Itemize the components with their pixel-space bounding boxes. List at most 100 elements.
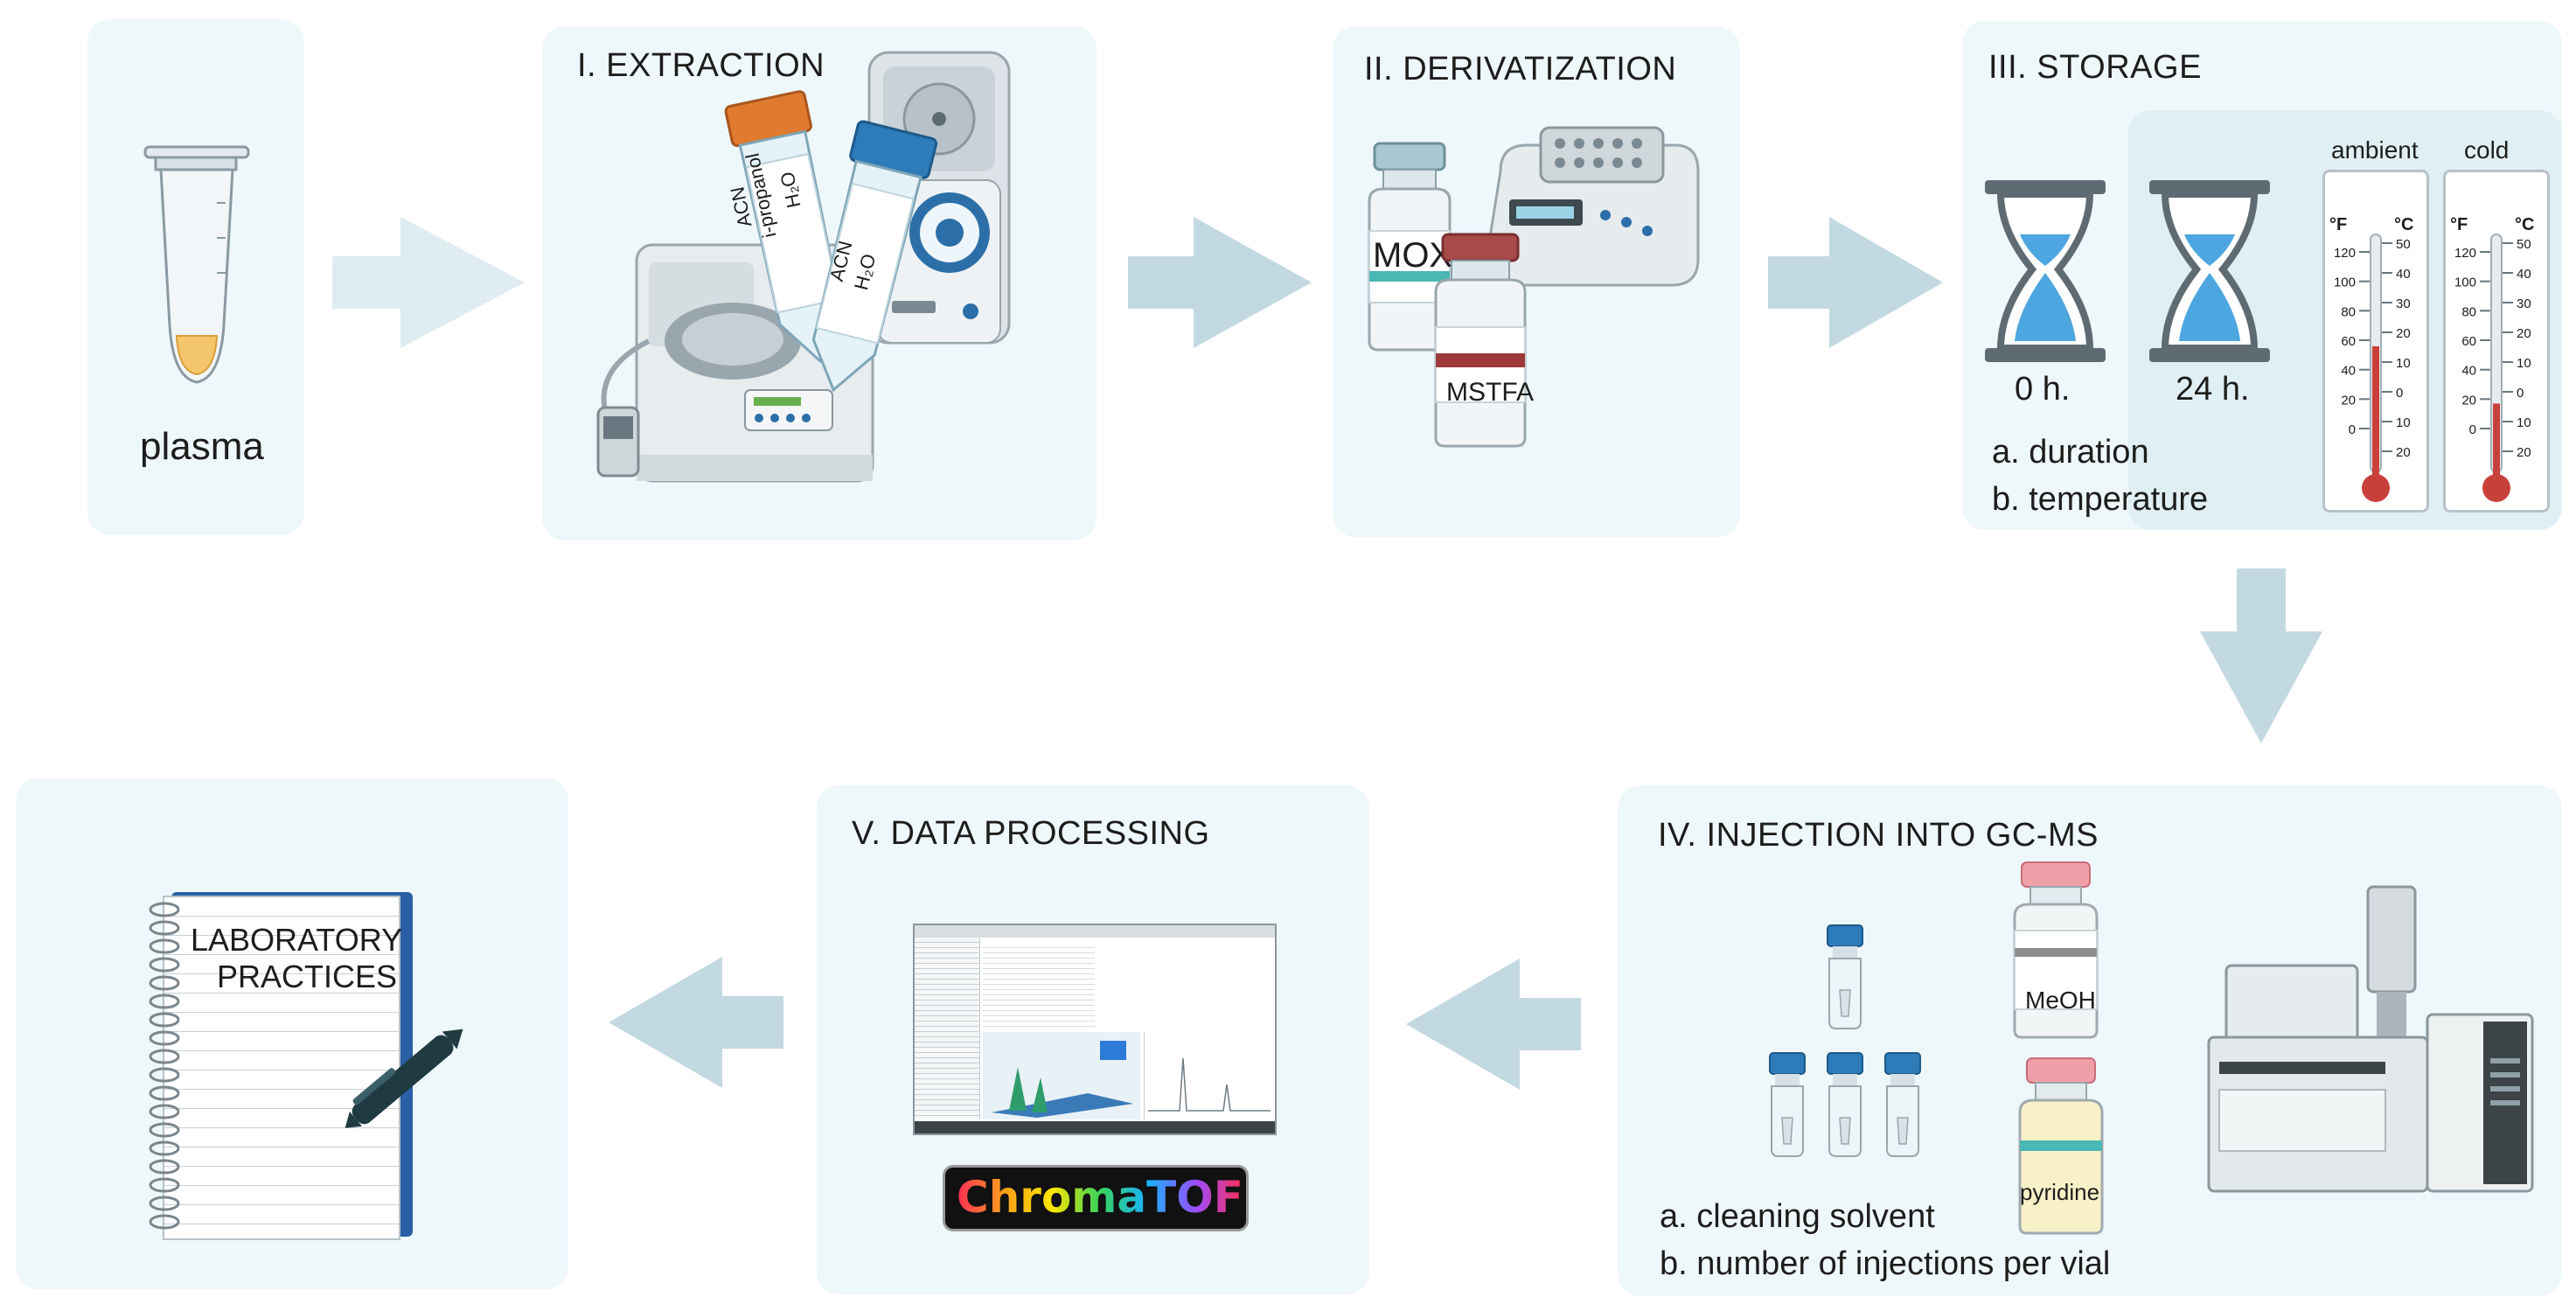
storage-item-temperature: b. temperature: [1992, 481, 2209, 518]
spiral-ring: [149, 1067, 180, 1083]
cold-f-tick: 100: [2454, 275, 2476, 290]
meoh-label: MeOH: [2025, 987, 2096, 1014]
spiral-ring: [149, 938, 180, 954]
spiral-ring: [149, 1140, 180, 1156]
ambient-f-tick: 60: [2341, 334, 2356, 349]
spiral-ring: [149, 920, 180, 936]
centrifuge-icon: [867, 51, 1011, 345]
ambient-c-tick: 40: [2396, 267, 2411, 282]
thermomixer-icon: [1485, 126, 1700, 287]
cold-c-tick: 50: [2517, 237, 2531, 252]
mstfa-vial-icon: [1434, 233, 1527, 448]
mox-vial-icon: [1368, 142, 1452, 352]
chromatof-logo-frame: [943, 1165, 1249, 1231]
falcon-tube-orange-icon: [724, 90, 843, 363]
ambient-c-tick: 50: [2396, 237, 2411, 252]
arrow-right-3: [1768, 217, 1943, 348]
hourglass-0h-icon: [1985, 180, 2106, 362]
ambient-f-tick: 80: [2341, 304, 2356, 319]
time-0h-label: 0 h.: [2015, 371, 2071, 408]
ambient-f-tick: 0: [2349, 422, 2356, 437]
cold-c-tick: 10: [2517, 415, 2531, 430]
cold-level: [2493, 403, 2500, 483]
spiral-ring: [149, 1012, 180, 1028]
cold-c-tick: 40: [2517, 267, 2531, 282]
pyridine-label: pyridine: [2020, 1179, 2100, 1205]
spiral-ring: [149, 1104, 180, 1119]
derivatization-title: II. DERIVATIZATION: [1364, 51, 1677, 87]
time-24h-label: 24 h.: [2176, 371, 2250, 408]
ambient-c-tick: 30: [2396, 296, 2411, 311]
ambient-c-tick: 10: [2396, 415, 2411, 430]
injection-item-cleaning-solvent: a. cleaning solvent: [1660, 1198, 1935, 1235]
cold-c-tick: 20: [2517, 326, 2531, 341]
ambient-bulb: [2362, 474, 2390, 502]
plasma-label: plasma: [140, 425, 264, 468]
cold-c-tick: 20: [2517, 445, 2531, 460]
plasma-tube-icon: [143, 145, 250, 384]
cold-unit-f: °F: [2450, 215, 2468, 234]
ambient-f-tick: 120: [2334, 246, 2356, 261]
window-sidebar: [915, 938, 980, 1119]
storage-item-duration: a. duration: [1992, 434, 2149, 471]
injection-title: IV. INJECTION INTO GC-MS: [1658, 817, 2099, 854]
ambient-c-tick: 0: [2396, 386, 2403, 401]
cold-unit-c: °C: [2515, 215, 2535, 234]
cold-f-tick: 60: [2461, 334, 2476, 349]
cold-f-tick: 40: [2461, 364, 2476, 379]
arrow-down: [2200, 568, 2322, 743]
spiral-ring: [149, 1159, 180, 1175]
window-chromatogram: [1144, 1032, 1274, 1119]
ambient-f-tick: 40: [2341, 364, 2356, 379]
extraction-title: I. EXTRACTION: [577, 47, 825, 84]
lab-practices-line2: PRACTICES: [217, 959, 398, 994]
mox-label: MOX: [1373, 236, 1453, 275]
spiral-ring: [149, 1030, 180, 1046]
ambient-unit-c: °C: [2394, 215, 2414, 234]
window-table: [983, 943, 1095, 1027]
ambient-f-tick: 100: [2334, 275, 2356, 290]
cold-c-tick: 10: [2517, 356, 2531, 371]
window-3d-plot: [983, 1032, 1140, 1119]
pen-icon: [345, 1029, 463, 1128]
spiral-ring: [149, 1177, 180, 1193]
falcon-tube-blue-icon: [811, 120, 938, 393]
data-processing-title: V. DATA PROCESSING: [852, 815, 1210, 852]
pyridine-bottle-icon: [2018, 1057, 2104, 1235]
arrow-left-2: [609, 957, 783, 1088]
spiral-ring: [149, 1214, 180, 1230]
meoh-bottle-icon: [2013, 861, 2099, 1039]
ambient-c-tick: 20: [2396, 445, 2411, 460]
arrow-right-2: [1128, 217, 1312, 348]
cold-f-tick: 120: [2454, 246, 2476, 261]
spiral-ring: [149, 994, 180, 1009]
cold-f-tick: 80: [2461, 304, 2476, 319]
software-screenshot-window: [913, 924, 1277, 1135]
window-toolbar: [915, 925, 1275, 938]
gc-ms-instrument-icon: [2207, 885, 2534, 1193]
cold-c-tick: 30: [2517, 296, 2531, 311]
arrow-left-1: [1406, 959, 1581, 1090]
lab-practices-line1: LABORATORY: [191, 922, 403, 958]
notebook-spiral: [149, 902, 180, 1230]
ambient-level: [2372, 345, 2379, 483]
injection-item-injections-per-vial: b. number of injections per vial: [1660, 1245, 2111, 1282]
autosampler-vials-icon: [1769, 924, 1921, 1157]
window-statusbar: [915, 1121, 1275, 1133]
cold-bulb: [2482, 474, 2510, 502]
therm-ambient-label: ambient: [2331, 136, 2419, 164]
spiral-ring: [149, 1122, 180, 1138]
spiral-ring: [149, 902, 180, 917]
cold-f-tick: 0: [2469, 422, 2476, 437]
spiral-ring: [149, 975, 180, 991]
hourglass-24h-icon: [2149, 180, 2270, 362]
cold-f-tick: 20: [2461, 393, 2476, 408]
cold-c-tick: 0: [2517, 386, 2524, 401]
arrow-right-1: [332, 217, 525, 348]
mstfa-label: MSTFA: [1446, 378, 1535, 407]
spiral-ring: [149, 1085, 180, 1101]
ambient-c-tick: 20: [2396, 326, 2411, 341]
spiral-ring: [149, 957, 180, 973]
therm-cold-label: cold: [2464, 136, 2510, 164]
